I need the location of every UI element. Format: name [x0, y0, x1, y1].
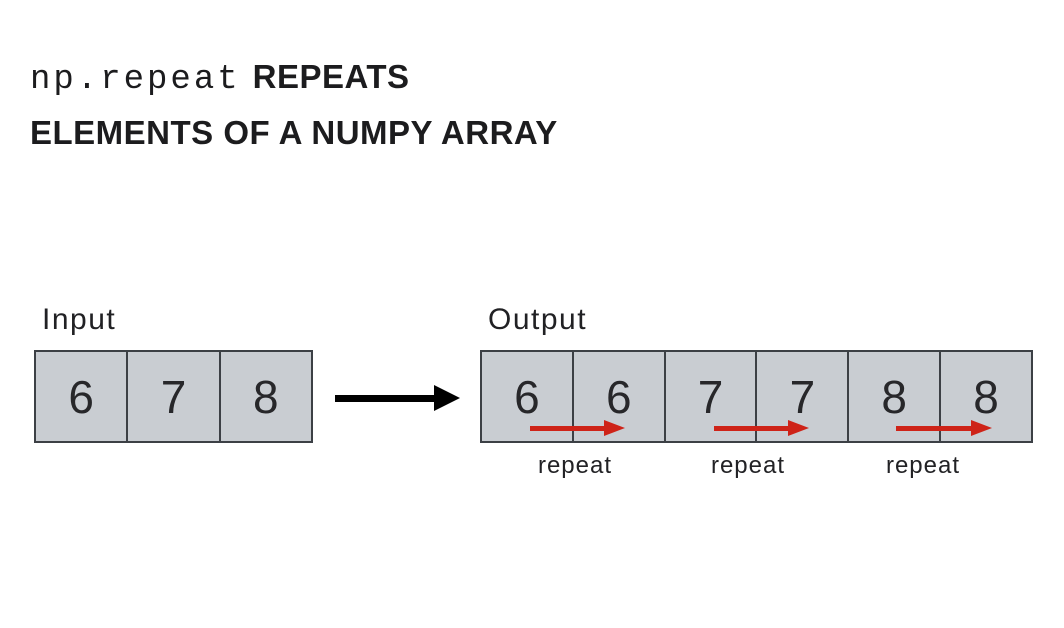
title-line1-text: REPEATS: [252, 58, 410, 95]
repeat-arrow-head: [604, 420, 625, 436]
title-line-1: np.repeat REPEATS: [30, 58, 558, 99]
output-array-cell: 6: [482, 352, 574, 441]
input-array-cell: 6: [36, 352, 129, 441]
repeat-caption: repeat: [537, 452, 613, 479]
repeat-arrow-icon: [896, 420, 992, 437]
repeat-caption: repeat: [885, 452, 961, 479]
input-array-label: Input: [42, 303, 117, 336]
transform-arrow-head: [434, 385, 460, 411]
output-array-cell: 7: [665, 352, 758, 441]
output-array-label: Output: [488, 303, 588, 336]
repeat-arrow-shaft: [896, 426, 976, 431]
transform-arrow-icon: [335, 385, 460, 411]
repeat-arrow-icon: [714, 420, 809, 437]
input-array-cell: 7: [128, 352, 221, 441]
repeat-arrow-shaft: [714, 426, 793, 431]
title-code-snippet: np.repeat: [30, 61, 241, 99]
title-line-2: ELEMENTS OF A NUMPY ARRAY: [30, 114, 558, 151]
repeat-arrow-shaft: [530, 426, 609, 431]
repeat-arrow-icon: [530, 420, 625, 437]
transform-arrow-shaft: [335, 394, 436, 402]
input-array-cell: 8: [220, 352, 311, 441]
repeat-caption: repeat: [710, 452, 786, 479]
figure-title: np.repeat REPEATS ELEMENTS OF A NUMPY AR…: [30, 58, 558, 152]
repeat-arrow-head: [788, 420, 809, 436]
repeat-arrow-head: [971, 420, 992, 436]
